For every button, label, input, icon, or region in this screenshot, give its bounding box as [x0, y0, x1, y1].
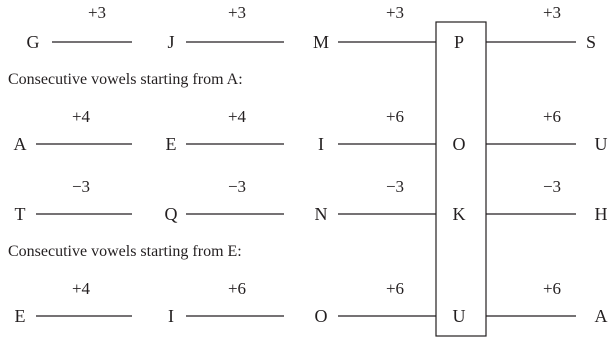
series-row-3: −3 −3 −3 −3 T Q N K H [15, 177, 608, 224]
letter: N [315, 204, 328, 224]
letter: E [15, 306, 26, 326]
letter: U [595, 134, 608, 154]
step-label: +6 [543, 279, 561, 298]
letter: A [14, 134, 27, 154]
answer-letter: U [453, 306, 466, 326]
letter: O [315, 306, 328, 326]
step-label: +6 [228, 279, 246, 298]
step-label: −3 [228, 177, 246, 196]
letter: E [166, 134, 177, 154]
answer-column-box [435, 21, 487, 337]
step-label: +6 [543, 107, 561, 126]
step-label: +6 [386, 107, 404, 126]
letter: I [168, 306, 174, 326]
step-label: −3 [386, 177, 404, 196]
step-label: +6 [386, 279, 404, 298]
letter: M [313, 32, 329, 52]
step-label: −3 [543, 177, 561, 196]
letter: I [318, 134, 324, 154]
letter: H [595, 204, 608, 224]
letter: S [586, 32, 596, 52]
step-label: +3 [386, 3, 404, 22]
letter: Q [165, 204, 178, 224]
caption: Consecutive vowels starting from A: [8, 71, 243, 88]
answer-letter: P [454, 32, 464, 52]
series-row-2: +4 +4 +6 +6 A E I O U [14, 107, 608, 154]
letter: A [595, 306, 608, 326]
letter: T [15, 204, 26, 224]
answer-letter: O [453, 134, 466, 154]
step-label: +4 [72, 107, 91, 126]
caption: Consecutive vowels starting from E: [8, 243, 242, 260]
step-label: +3 [88, 3, 106, 22]
step-label: +3 [543, 3, 561, 22]
step-label: −3 [72, 177, 90, 196]
series-row-1: +3 +3 +3 +3 G J M P S [27, 3, 597, 52]
series-row-4: +4 +6 +6 +6 E I O U A [15, 279, 608, 326]
step-label: +3 [228, 3, 246, 22]
letter: J [167, 32, 174, 52]
letter: G [27, 32, 40, 52]
step-label: +4 [72, 279, 91, 298]
answer-letter: K [453, 204, 466, 224]
step-label: +4 [228, 107, 247, 126]
